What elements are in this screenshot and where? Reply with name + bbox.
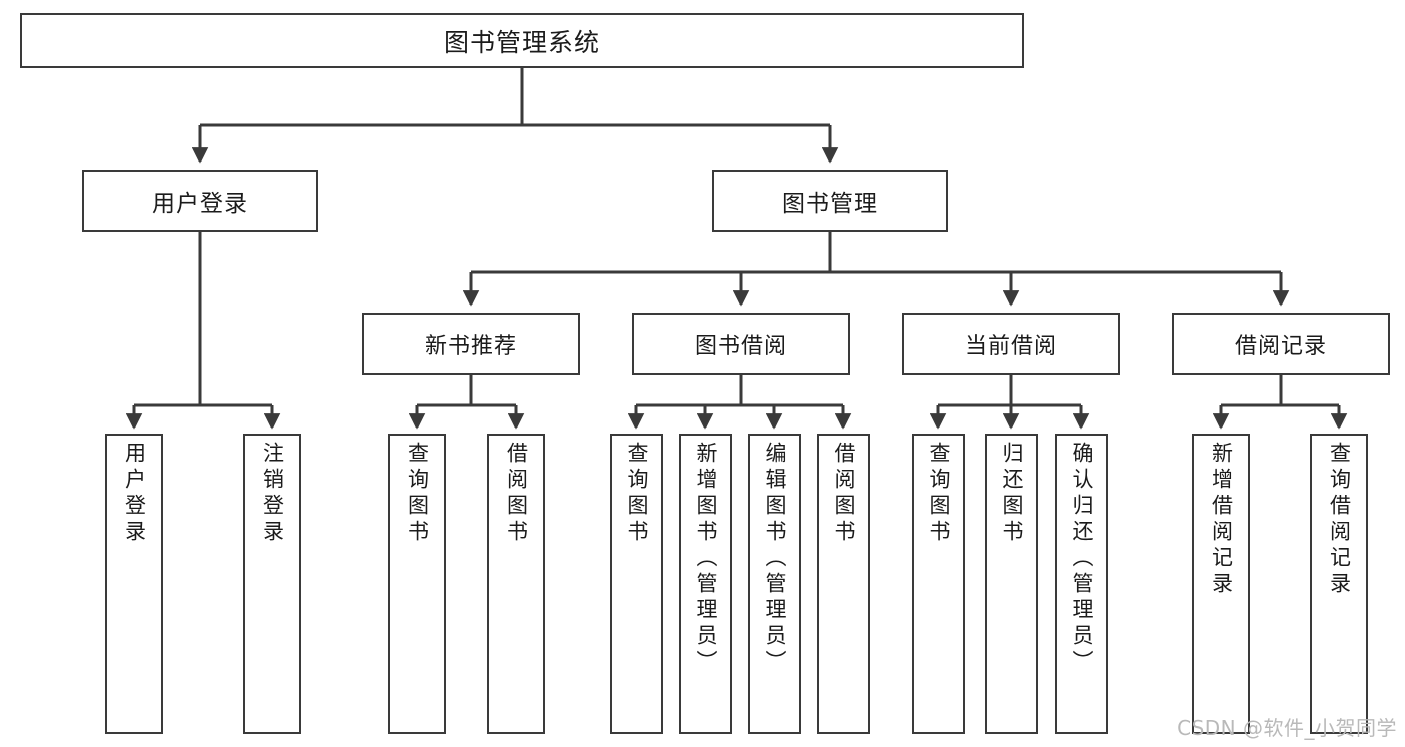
leaf-node[interactable]: 注销登录: [243, 434, 301, 734]
leaf-node[interactable]: 用户登录: [105, 434, 163, 734]
leaf-node-label: 查询借阅记录: [1327, 442, 1352, 598]
node-root-label: 图书管理系统: [443, 27, 600, 57]
leaf-node[interactable]: 查询图书: [912, 434, 965, 734]
leaf-node-label: 归还图书: [1000, 442, 1024, 546]
node-user-login[interactable]: 用户登录: [82, 170, 318, 232]
leaf-node[interactable]: 新增图书（管理员）: [679, 434, 732, 734]
node-book-management-label: 图书管理: [782, 191, 878, 217]
node-current-borrow[interactable]: 当前借阅: [902, 313, 1120, 375]
leaf-node-label: 借阅图书: [832, 442, 856, 546]
leaf-node-label: 编辑图书（管理员）: [763, 442, 787, 676]
node-current-borrow-label: 当前借阅: [964, 334, 1057, 359]
node-new-book-recommend-label: 新书推荐: [424, 334, 517, 359]
leaf-node[interactable]: 查询图书: [610, 434, 663, 734]
node-book-borrow-label: 图书借阅: [694, 334, 787, 359]
leaf-node[interactable]: 借阅图书: [817, 434, 870, 734]
node-user-login-label: 用户登录: [152, 191, 248, 217]
leaf-node-label: 查询图书: [927, 442, 951, 546]
leaf-node-label: 借阅图书: [504, 442, 529, 546]
node-borrow-record[interactable]: 借阅记录: [1172, 313, 1390, 375]
leaf-node-label: 用户登录: [122, 442, 147, 546]
node-root[interactable]: 图书管理系统: [20, 13, 1024, 68]
node-new-book-recommend[interactable]: 新书推荐: [362, 313, 580, 375]
leaf-node[interactable]: 查询图书: [388, 434, 446, 734]
leaf-node[interactable]: 借阅图书: [487, 434, 545, 734]
node-book-management[interactable]: 图书管理: [712, 170, 948, 232]
leaf-node[interactable]: 查询借阅记录: [1310, 434, 1368, 734]
leaf-node[interactable]: 归还图书: [985, 434, 1038, 734]
leaf-node-label: 查询图书: [625, 442, 649, 546]
leaf-node-label: 新增借阅记录: [1209, 442, 1234, 598]
leaf-node-label: 查询图书: [405, 442, 430, 546]
leaf-node[interactable]: 新增借阅记录: [1192, 434, 1250, 734]
leaf-node[interactable]: 编辑图书（管理员）: [748, 434, 801, 734]
leaf-node-label: 确认归还（管理员）: [1070, 442, 1094, 676]
leaf-node[interactable]: 确认归还（管理员）: [1055, 434, 1108, 734]
node-borrow-record-label: 借阅记录: [1234, 334, 1327, 359]
leaf-node-label: 新增图书（管理员）: [694, 442, 718, 676]
leaf-node-label: 注销登录: [260, 442, 285, 546]
node-book-borrow[interactable]: 图书借阅: [632, 313, 850, 375]
